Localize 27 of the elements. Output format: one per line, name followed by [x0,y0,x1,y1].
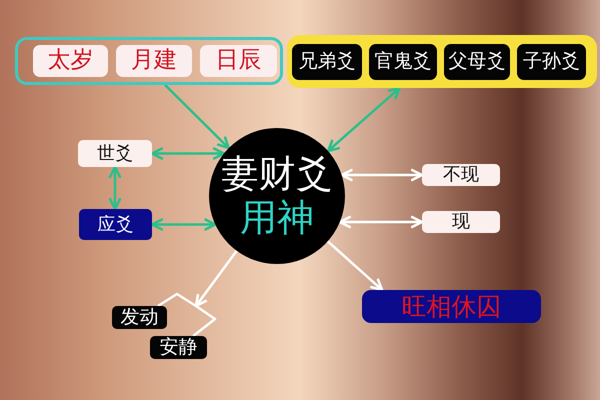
term-tag: 世爻 [78,140,152,167]
double-arrow [150,147,226,160]
circle-subtitle: 用神 [240,196,314,240]
term-tag: 兄弟爻 [292,44,362,80]
term-tag: 发动 [112,306,167,329]
term-tag: 父母爻 [444,44,510,80]
term-tag: 不现 [422,164,500,186]
double-arrow [338,216,424,228]
term-tag: 月建 [116,45,192,77]
term-tag: 子孙爻 [517,44,586,80]
term-tag: 现 [422,211,500,233]
connector-line [157,292,197,308]
double-arrow [340,168,424,182]
term-tag: 官鬼爻 [369,44,437,80]
double-arrow [108,166,122,210]
term-tag: 安静 [150,336,207,359]
term-tag: 太岁 [33,45,108,77]
group-panel [287,35,597,88]
double-arrow [150,218,217,231]
double-arrow [326,86,401,152]
term-tag: 日辰 [200,45,277,77]
group-frame [15,37,283,85]
arrow [326,240,384,292]
term-tag: 应爻 [79,209,152,240]
circle-title: 妻财爻 [222,152,332,196]
arrow [164,84,230,150]
term-tag: 旺相休囚 [362,290,541,323]
